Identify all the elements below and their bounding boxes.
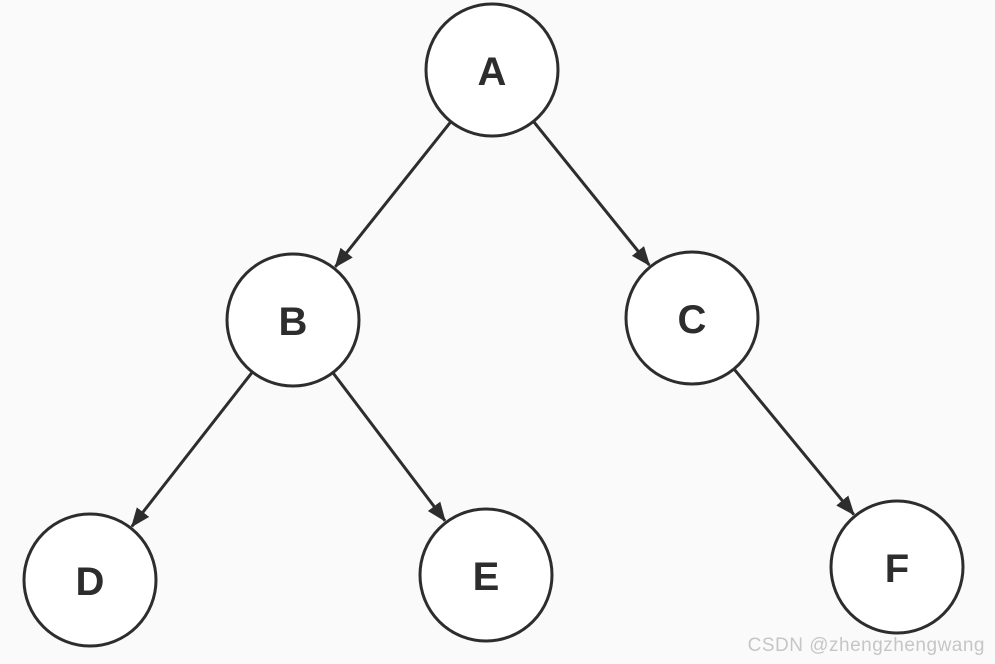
- node-label: F: [885, 547, 909, 591]
- edge-A-B: [334, 120, 453, 268]
- node-label: E: [473, 555, 500, 599]
- edge-B-E: [331, 371, 447, 522]
- node-label: D: [76, 560, 105, 604]
- edge-C-F: [732, 367, 855, 516]
- edge-A-C: [532, 120, 651, 267]
- node-circle: [829, 499, 965, 635]
- node-circle: [22, 512, 158, 648]
- node-circle: [418, 507, 554, 643]
- tree-node-B: B: [225, 252, 361, 388]
- node-circle: [624, 250, 760, 386]
- tree-node-A: A: [424, 2, 560, 138]
- node-label: B: [279, 300, 308, 344]
- tree-node-E: E: [418, 507, 554, 643]
- node-label: A: [478, 50, 507, 94]
- node-circle: [424, 2, 560, 138]
- edge-B-D: [130, 371, 254, 528]
- tree-node-C: C: [624, 250, 760, 386]
- node-circle: [225, 252, 361, 388]
- tree-node-F: F: [829, 499, 965, 635]
- tree-node-D: D: [22, 512, 158, 648]
- node-label: C: [678, 298, 707, 342]
